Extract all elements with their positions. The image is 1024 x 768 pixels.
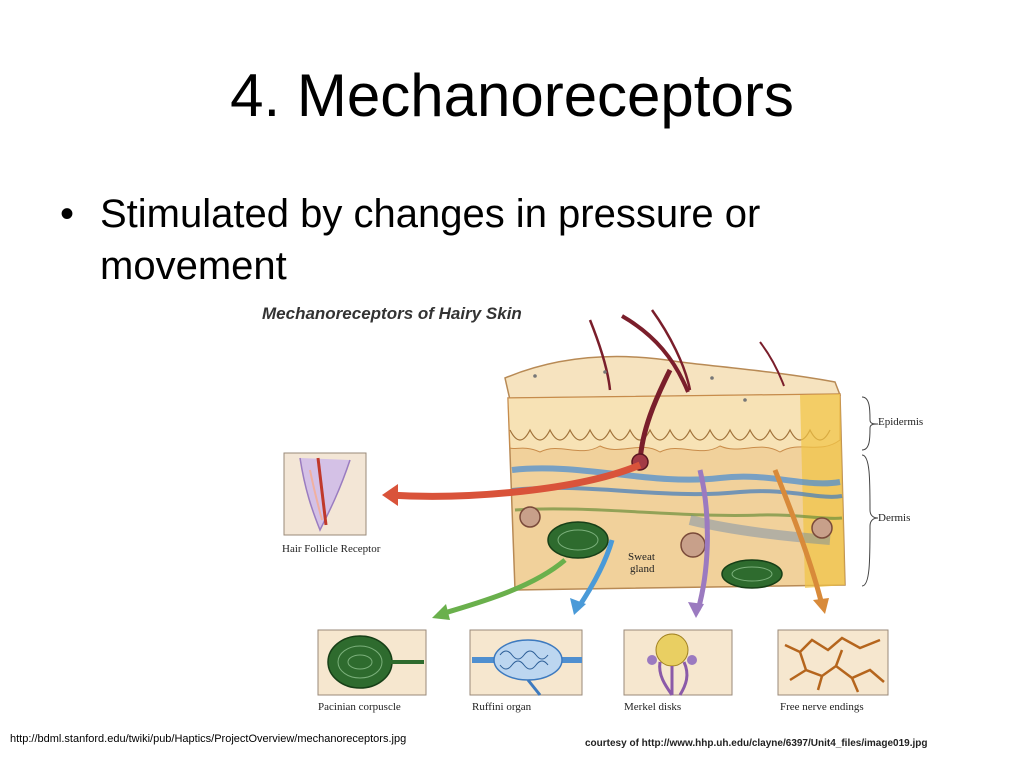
merkel-panel [623, 629, 733, 696]
hair-follicle-panel [283, 452, 367, 536]
bullet-text: Stimulated by changes in pressure or mov… [100, 192, 761, 288]
slide-title: 4. Mechanoreceptors [230, 62, 794, 129]
ruffini-panel [469, 629, 583, 696]
skin-block [504, 309, 846, 591]
free-nerve-panel [777, 629, 889, 696]
image-source-link[interactable]: http://bdml.stanford.edu/twiki/pub/Hapti… [10, 733, 407, 745]
sweat-gland-label: Sweat [628, 551, 655, 563]
epidermis-label: Epidermis [878, 416, 923, 428]
sweat-gland-label-2: gland [630, 563, 655, 575]
pacinian-panel [317, 629, 427, 696]
receptor-arrows [382, 461, 829, 620]
figure-title: Mechanoreceptors of Hairy Skin [262, 304, 522, 323]
pacinian-label: Pacinian corpuscle [318, 701, 401, 713]
ruffini-label: Ruffini organ [472, 701, 532, 713]
merkel-label: Merkel disks [624, 701, 681, 713]
sweat-gland-coil [519, 506, 833, 558]
image-courtesy-credit: courtesy of http://www.hhp.uh.edu/clayne… [585, 738, 928, 749]
bullet-marker: • [60, 192, 75, 236]
layer-brackets [861, 396, 879, 587]
dermis-label: Dermis [878, 512, 910, 524]
free-nerve-label: Free nerve endings [780, 701, 864, 713]
hair-follicle-label: Hair Follicle Receptor [282, 543, 381, 555]
